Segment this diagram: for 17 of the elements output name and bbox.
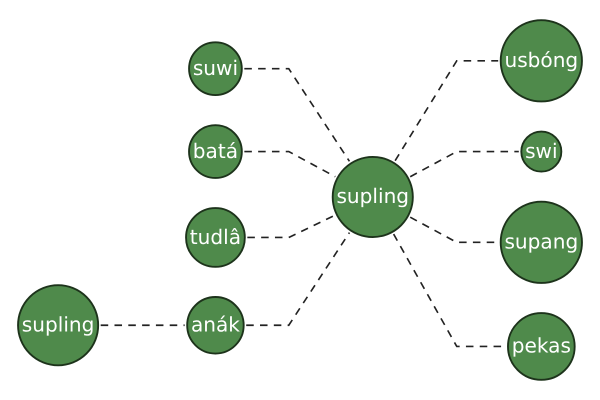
dashed-line (394, 60, 498, 162)
word-circle: pekas (507, 312, 576, 381)
word-circle: supling (17, 284, 100, 366)
word-circle: usbóng (500, 19, 583, 102)
dashed-line (247, 214, 335, 238)
dashed-line (100, 324, 185, 326)
word-circle: suwi (188, 41, 243, 96)
dashed-line (246, 232, 350, 326)
word-circle: anák (186, 296, 245, 354)
dashed-line (410, 150, 519, 178)
word-circle: tudlâ (185, 207, 246, 268)
word-circle: swi (520, 130, 562, 173)
word-circle: batá (188, 124, 243, 179)
word-circle: supling (332, 156, 414, 238)
dashed-line (244, 150, 336, 178)
dashed-line (244, 68, 350, 162)
word-circle: supang (500, 200, 583, 284)
